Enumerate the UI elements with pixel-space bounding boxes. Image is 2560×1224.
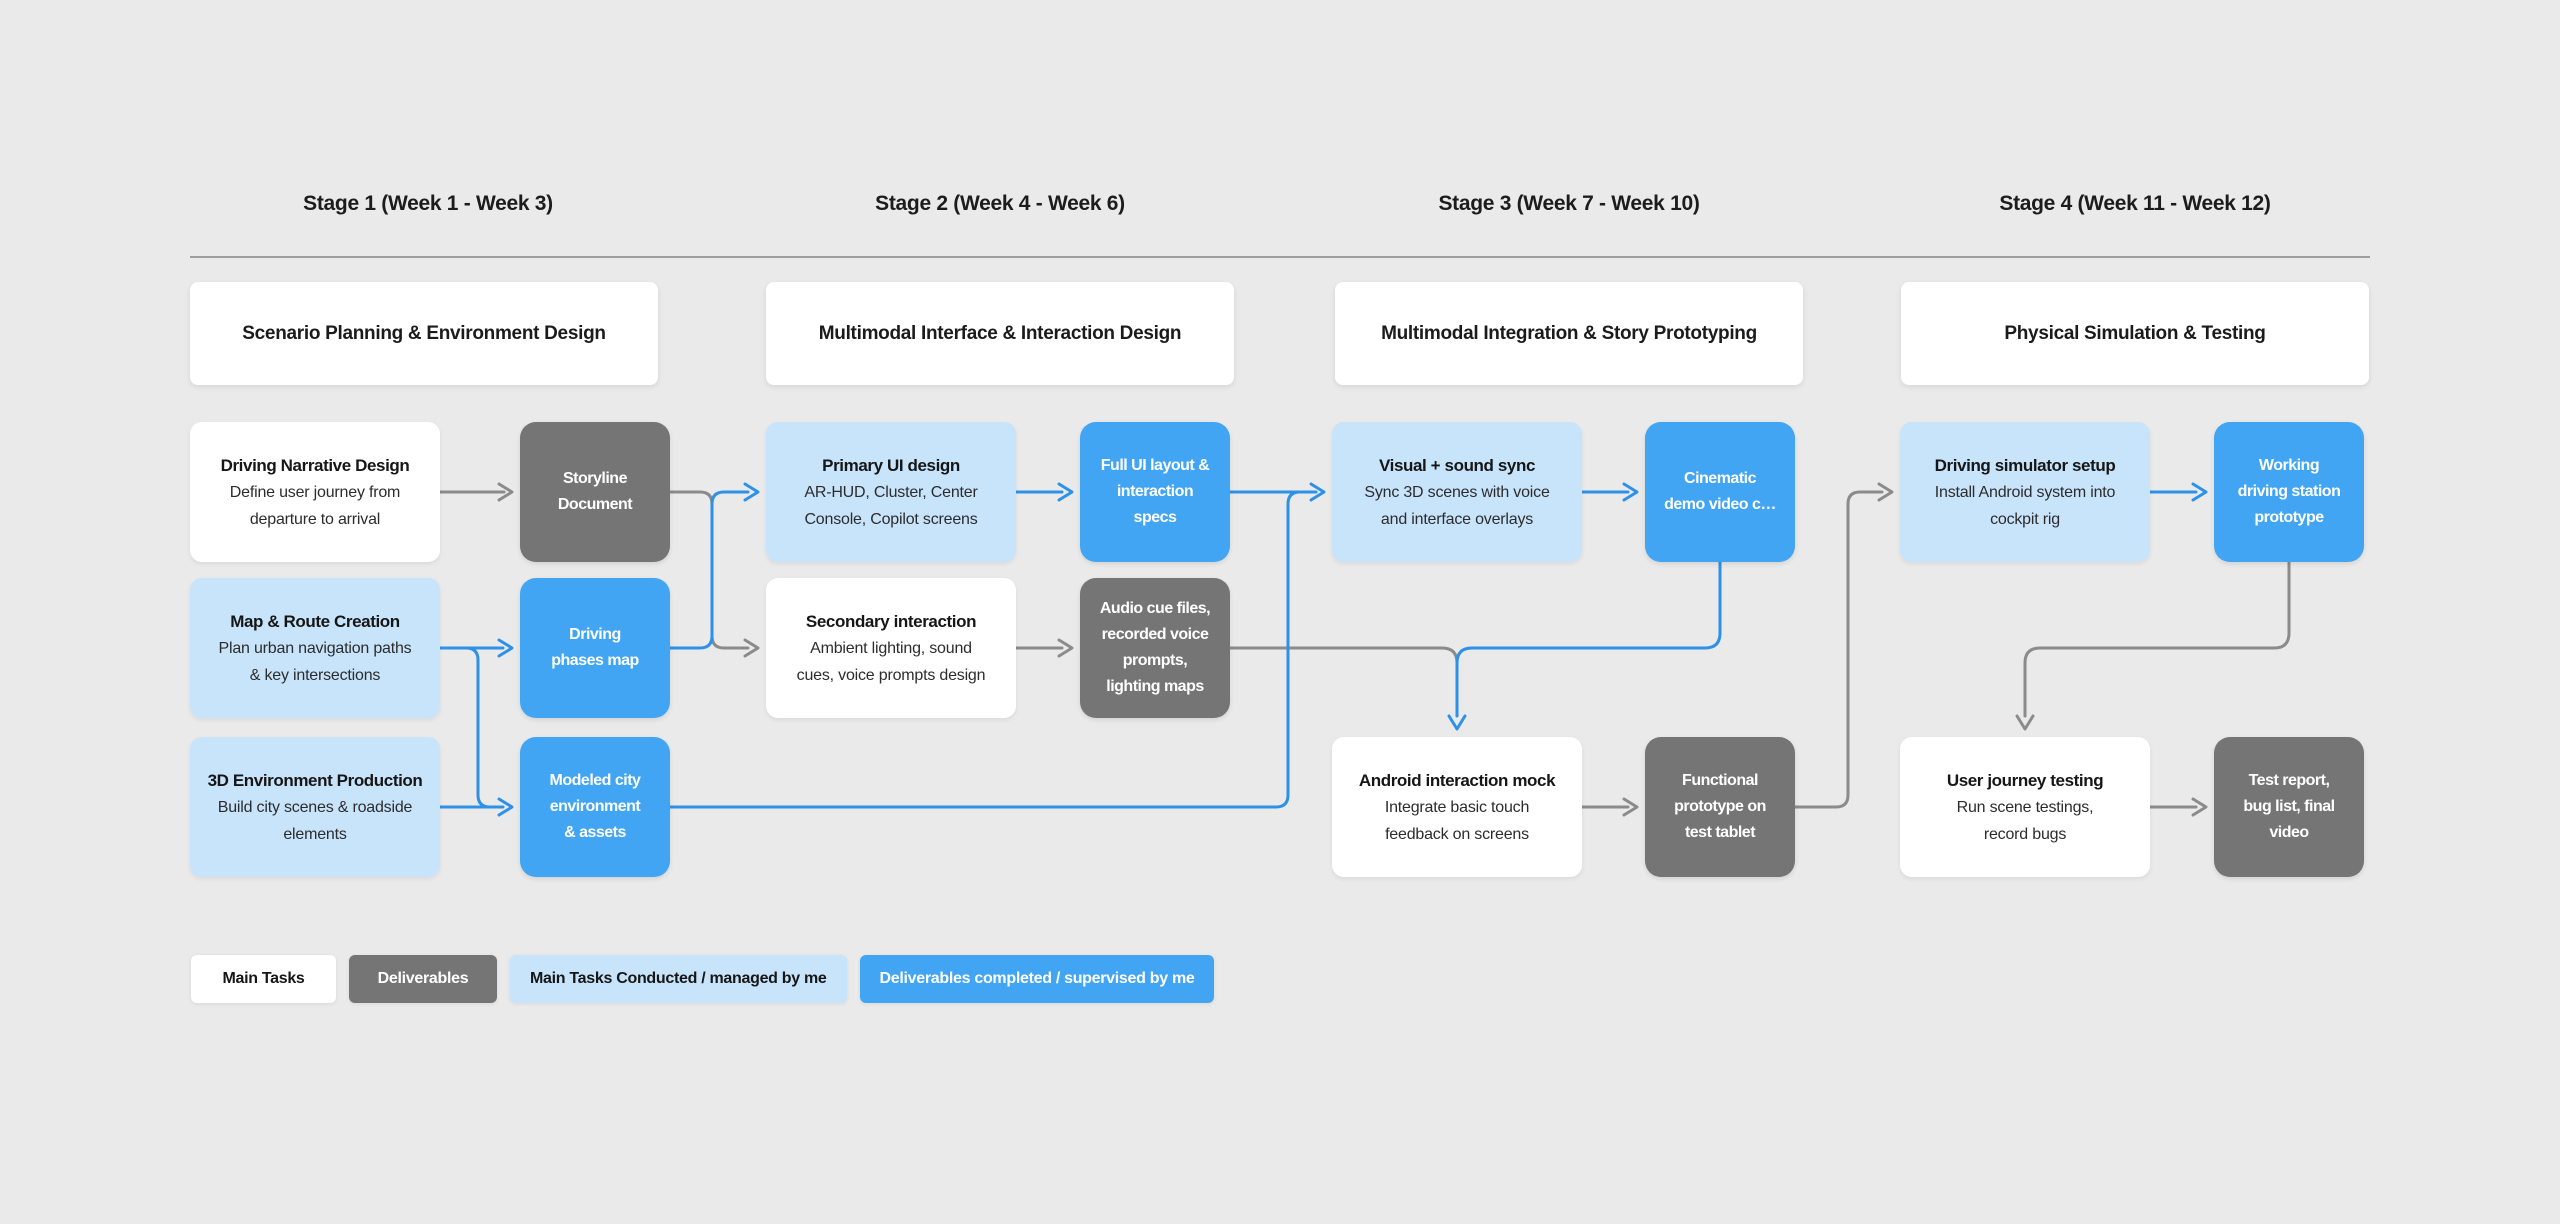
stage-1-title: Scenario Planning & Environment Design <box>190 282 658 385</box>
task-3d-environment-production: 3D Environment Production Build city sce… <box>190 737 440 877</box>
legend-main-tasks-by-me: Main Tasks Conducted / managed by me <box>510 955 847 1003</box>
deliverable-driving-phases-map: Driving phases map <box>520 578 670 718</box>
task-title: Driving simulator setup <box>1934 455 2116 475</box>
deliverable-modeled-city-environment: Modeled city environment & assets <box>520 737 670 877</box>
deliverable-working-driving-station: Working driving station prototype <box>2214 422 2364 562</box>
task-desc: Define user journey from departure to ar… <box>229 483 401 528</box>
task-primary-ui-design: Primary UI design AR-HUD, Cluster, Cente… <box>766 422 1016 562</box>
connector-audio-to-android-merge <box>1228 646 1459 702</box>
task-title: User journey testing <box>1946 770 2104 790</box>
connector-visualsync-to-cinematic <box>1580 482 1639 502</box>
connector-android-to-functional <box>1580 797 1639 817</box>
task-desc: Build city scenes & roadside elements <box>217 798 413 843</box>
task-desc: AR-HUD, Cluster, Center Console, Copilot… <box>804 483 978 528</box>
stage-2-title: Multimodal Interface & Interaction Desig… <box>766 282 1234 385</box>
stage-3-title: Multimodal Integration & Story Prototypi… <box>1335 282 1803 385</box>
connector-userjourney-to-testreport <box>2148 797 2208 817</box>
legend: Main Tasks Deliverables Main Tasks Condu… <box>191 955 1215 1003</box>
task-user-journey-testing: User journey testing Run scene testings,… <box>1900 737 2150 877</box>
task-title: Secondary interaction <box>805 611 977 631</box>
deliverable-storyline-document: Storyline Document <box>520 422 670 562</box>
connector-drivingphases-to-primaryui <box>668 482 760 650</box>
task-title: Map & Route Creation <box>230 611 400 631</box>
task-desc: Ambient lighting, sound cues, voice prom… <box>796 639 986 684</box>
stage-4-header: Stage 4 (Week 11 - Week 12) <box>1999 192 2271 215</box>
deliverable-audio-cue-files: Audio cue files, recorded voice prompts,… <box>1080 578 1230 718</box>
connector-map-branch-to-modeledcity <box>464 646 502 809</box>
task-map-route-creation: Map & Route Creation Plan urban navigati… <box>190 578 440 718</box>
stage-1-header: Stage 1 (Week 1 - Week 3) <box>303 192 553 215</box>
task-title: Primary UI design <box>822 455 960 475</box>
task-desc: Integrate basic touch feedback on screen… <box>1384 798 1530 843</box>
task-desc: Sync 3D scenes with voice and interface … <box>1364 483 1550 528</box>
task-visual-sound-sync: Visual + sound sync Sync 3D scenes with … <box>1332 422 1582 562</box>
legend-deliverables-by-me: Deliverables completed / supervised by m… <box>859 955 1215 1003</box>
task-driving-simulator-setup: Driving simulator setup Install Android … <box>1900 422 2150 562</box>
connector-cinematic-to-android <box>1447 558 1722 731</box>
connector-3denv-to-modeledcity <box>438 797 514 817</box>
stage-4-title: Physical Simulation & Testing <box>1901 282 2369 385</box>
task-desc: Run scene testings, record bugs <box>1956 798 2094 843</box>
connector-narrative-to-storyline <box>438 482 514 502</box>
deliverable-test-report: Test report, bug list, final video <box>2214 737 2364 877</box>
deliverable-cinematic-demo-video: Cinematic demo video c… <box>1645 422 1795 562</box>
task-title: 3D Environment Production <box>207 770 423 790</box>
connector-workingstation-to-userjourney <box>2015 558 2291 731</box>
stage-3-header: Stage 3 (Week 7 - Week 10) <box>1438 192 1700 215</box>
task-driving-narrative-design: Driving Narrative Design Define user jou… <box>190 422 440 562</box>
connector-primaryui-to-fullui <box>1014 482 1074 502</box>
task-title: Visual + sound sync <box>1378 455 1535 475</box>
task-secondary-interaction: Secondary interaction Ambient lighting, … <box>766 578 1016 718</box>
task-title: Android interaction mock <box>1358 770 1556 790</box>
stage-divider-line <box>190 256 2370 258</box>
connector-functional-to-drivingsim <box>1793 482 1894 809</box>
legend-deliverables: Deliverables <box>349 955 497 1003</box>
connector-storyline-to-secondary <box>668 490 760 658</box>
stage-2-header: Stage 2 (Week 4 - Week 6) <box>875 192 1125 215</box>
task-title: Driving Narrative Design <box>220 455 410 475</box>
deliverable-functional-prototype: Functional prototype on test tablet <box>1645 737 1795 877</box>
connector-secondary-to-audio <box>1014 638 1074 658</box>
connector-drivingsim-to-workingstation <box>2148 482 2208 502</box>
deliverable-full-ui-layout-specs: Full UI layout & interaction specs <box>1080 422 1230 562</box>
task-desc: Install Android system into cockpit rig <box>1934 483 2116 528</box>
task-android-interaction-mock: Android interaction mock Integrate basic… <box>1332 737 1582 877</box>
task-desc: Plan urban navigation paths & key inters… <box>218 639 412 684</box>
legend-main-tasks: Main Tasks <box>191 955 336 1003</box>
connector-map-to-drivingphases <box>438 638 514 658</box>
